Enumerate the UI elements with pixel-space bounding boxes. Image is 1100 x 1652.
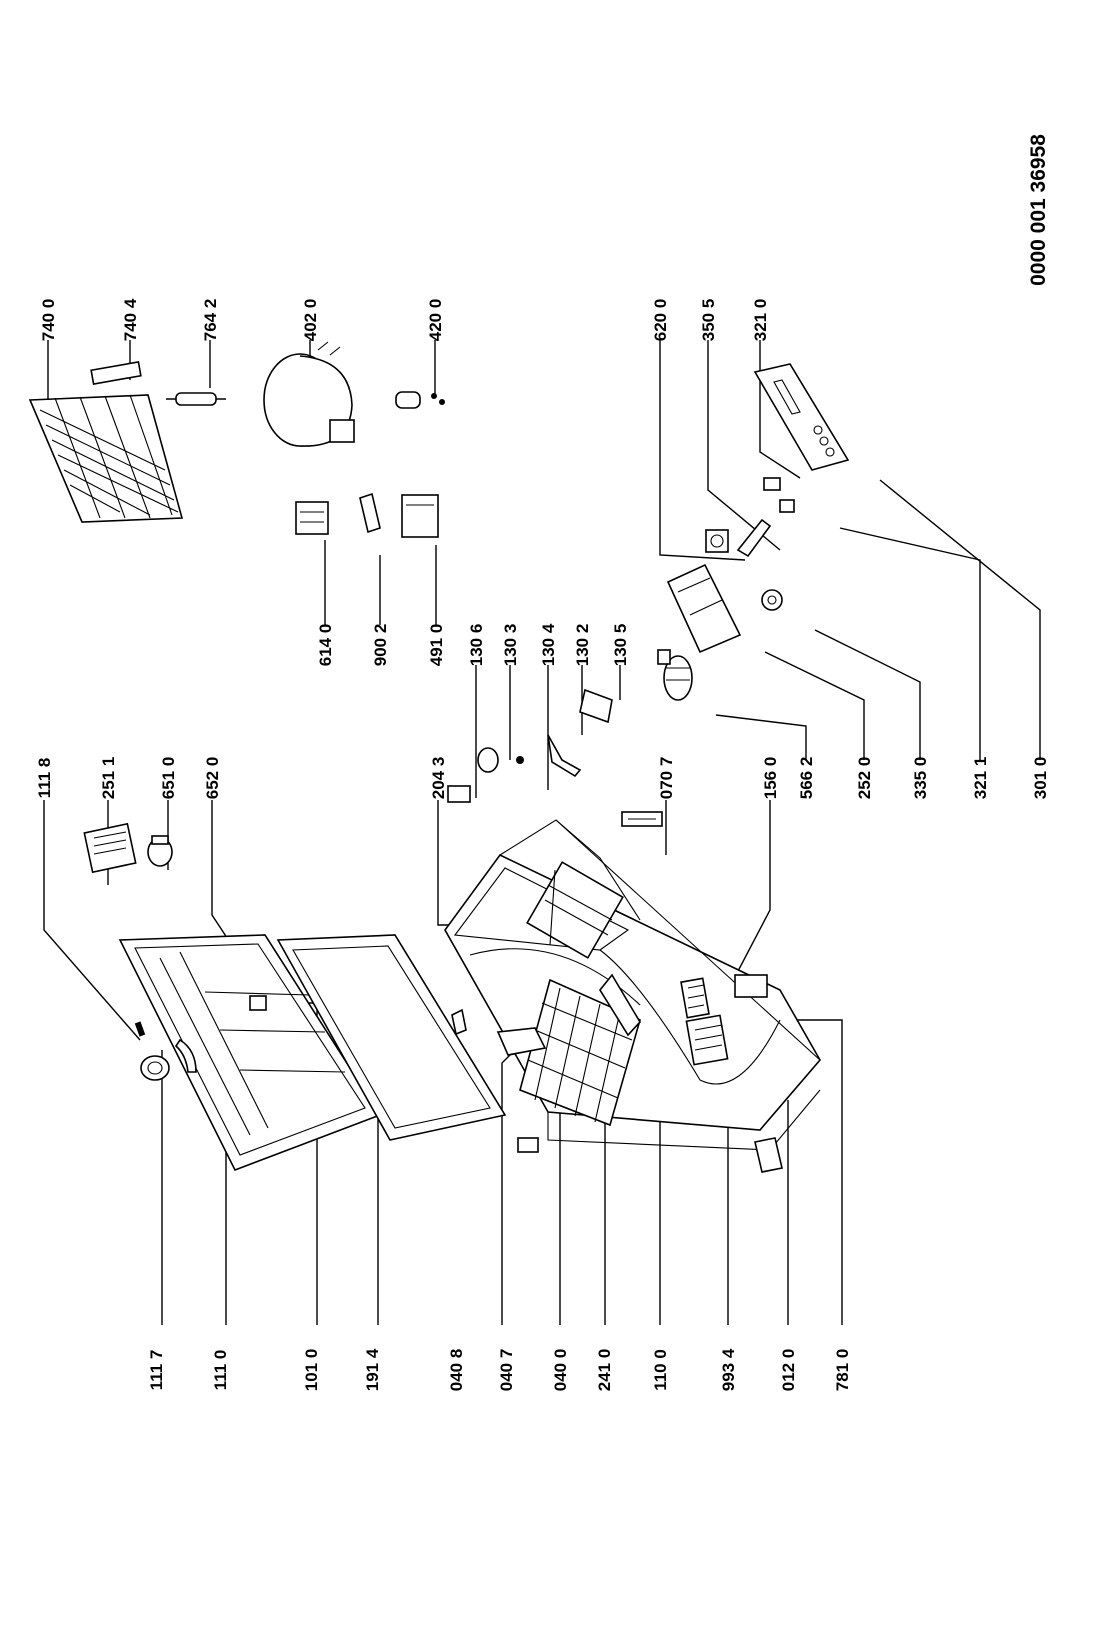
part-labels: 111 7 111 0 101 0 191 4 040 8 040 7 040 … (35, 134, 1050, 1391)
label-130-4: 130 4 (539, 623, 558, 666)
label-781-0: 781 0 (833, 1349, 852, 1392)
part-350-5 (736, 518, 772, 558)
part-control-box-252-0 (666, 563, 742, 654)
label-321-0: 321 0 (751, 299, 770, 342)
label-301-0: 301 0 (1031, 757, 1050, 800)
label-111-0: 111 0 (211, 1350, 230, 1391)
label-651-0: 651 0 (159, 757, 178, 800)
label-566-2: 566 2 (797, 757, 816, 800)
label-110-0: 110 0 (651, 1349, 670, 1391)
label-204-3: 204 3 (429, 757, 448, 800)
document-number: 0000 001 36958 (1027, 134, 1050, 286)
part-130-3 (477, 747, 499, 773)
part-box-491-0 (401, 494, 439, 538)
label-040-0: 040 0 (551, 1349, 570, 1392)
part-321-1 (779, 499, 795, 513)
part-321-0 (763, 477, 781, 491)
part-condenser-740-0 (28, 394, 184, 523)
part-grille-156-0 (680, 977, 710, 1019)
part-bulb-651-0 (147, 835, 173, 867)
label-012-0: 012 0 (779, 1349, 798, 1392)
label-252-0: 252 0 (855, 757, 874, 800)
part-lid-101-0 (118, 934, 382, 1172)
label-740-0: 740 0 (39, 299, 58, 342)
label-614-0: 614 0 (316, 624, 335, 667)
part-relay-614-0 (295, 501, 329, 535)
label-491-0: 491 0 (427, 624, 446, 667)
leader-lines (43, 340, 1041, 1325)
part-566-2 (657, 649, 693, 701)
label-040-7: 040 7 (497, 1349, 516, 1392)
part-capacitor-420-0 (395, 391, 445, 409)
label-130-3: 130 3 (501, 624, 520, 667)
part-130-5 (579, 688, 613, 724)
part-screw-111-8 (134, 1021, 146, 1037)
label-040-8: 040 8 (447, 1349, 466, 1392)
part-switch-652-0 (249, 995, 267, 1011)
label-111-8: 111 8 (35, 758, 54, 799)
part-740-4 (90, 361, 142, 385)
part-900-2 (359, 492, 381, 534)
label-241-0: 241 0 (595, 1349, 614, 1392)
part-basket-204-3 (526, 861, 624, 959)
part-130-2 (547, 734, 582, 778)
part-335-0 (761, 589, 783, 611)
part-panel-301-0 (753, 363, 850, 471)
part-thermostat-620-0 (705, 529, 729, 553)
part-grille-993-4 (685, 1014, 729, 1066)
label-402-0: 402 0 (301, 299, 320, 342)
label-764-2: 764 2 (201, 299, 220, 342)
part-handle-111-0 (174, 1038, 197, 1073)
label-652-0: 652 0 (203, 757, 222, 800)
part-handle-110-0 (599, 973, 641, 1037)
part-basket-241-0 (519, 978, 641, 1127)
label-191-4: 191 4 (363, 1348, 382, 1391)
label-130-6: 130 6 (467, 624, 486, 667)
label-070-7: 070 7 (657, 757, 676, 800)
label-111-7: 111 7 (147, 1350, 166, 1391)
label-321-1: 321 1 (971, 757, 990, 800)
label-130-5: 130 5 (611, 624, 630, 667)
label-900-2: 900 2 (371, 624, 390, 667)
part-foot-012-0 (754, 1137, 783, 1173)
part-130-6 (447, 785, 471, 803)
label-420-0: 420 0 (426, 299, 445, 342)
part-compressor-402-0 (263, 341, 355, 447)
label-350-5: 350 5 (699, 299, 718, 342)
part-bracket-781-0 (734, 974, 768, 998)
label-156-0: 156 0 (761, 757, 780, 800)
label-740-4: 740 4 (121, 298, 140, 341)
label-251-1: 251 1 (99, 757, 118, 800)
part-filter-764-2 (166, 392, 226, 406)
part-lid-frame-191-4 (276, 934, 507, 1141)
label-101-0: 101 0 (302, 1349, 321, 1392)
part-hinge-111-7 (140, 1055, 170, 1081)
label-620-0: 620 0 (651, 299, 670, 342)
label-993-4: 993 4 (719, 1348, 738, 1391)
label-130-2: 130 2 (573, 624, 592, 667)
part-light-cover-251-1 (83, 822, 137, 874)
part-130-4 (516, 756, 524, 764)
part-hinge-040-7 (496, 1027, 547, 1056)
part-hinge-040-0 (517, 1137, 539, 1153)
part-vent-070-7 (621, 811, 663, 827)
label-335-0: 335 0 (911, 757, 930, 800)
part-clip-040-8 (451, 1008, 467, 1036)
